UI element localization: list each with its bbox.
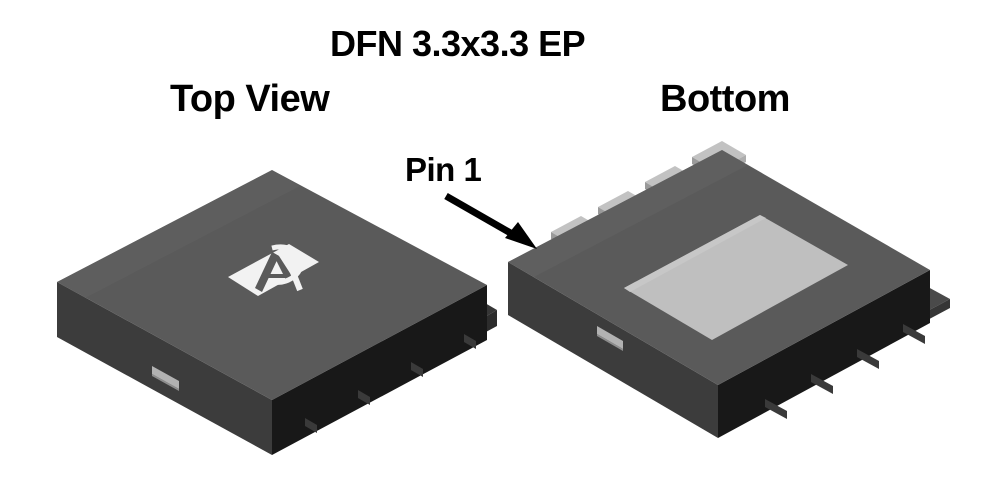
package-bottom-view <box>508 141 950 438</box>
aos-logo <box>228 244 319 296</box>
bottom-body-right-face <box>718 270 930 438</box>
pin-1-label: Pin 1 <box>405 151 482 188</box>
top-view-edge-pin-marks <box>305 334 476 433</box>
package-body-left-face <box>57 282 272 455</box>
pin-1-dimple-mark <box>597 326 623 351</box>
pin-1-dimple-mark <box>152 366 179 391</box>
bottom-body-left-face <box>508 262 718 438</box>
package-top-view <box>57 170 497 455</box>
exposed-thermal-pad <box>624 215 848 340</box>
bottom-view-edge-pad-marks <box>765 324 925 419</box>
package-body-right-face <box>272 285 487 455</box>
figure-title: DFN 3.3x3.3 EP <box>330 23 586 64</box>
bottom-view-label: Bottom <box>660 78 790 120</box>
pin-1-arrow <box>444 192 537 249</box>
top-view-label: Top View <box>170 78 330 120</box>
